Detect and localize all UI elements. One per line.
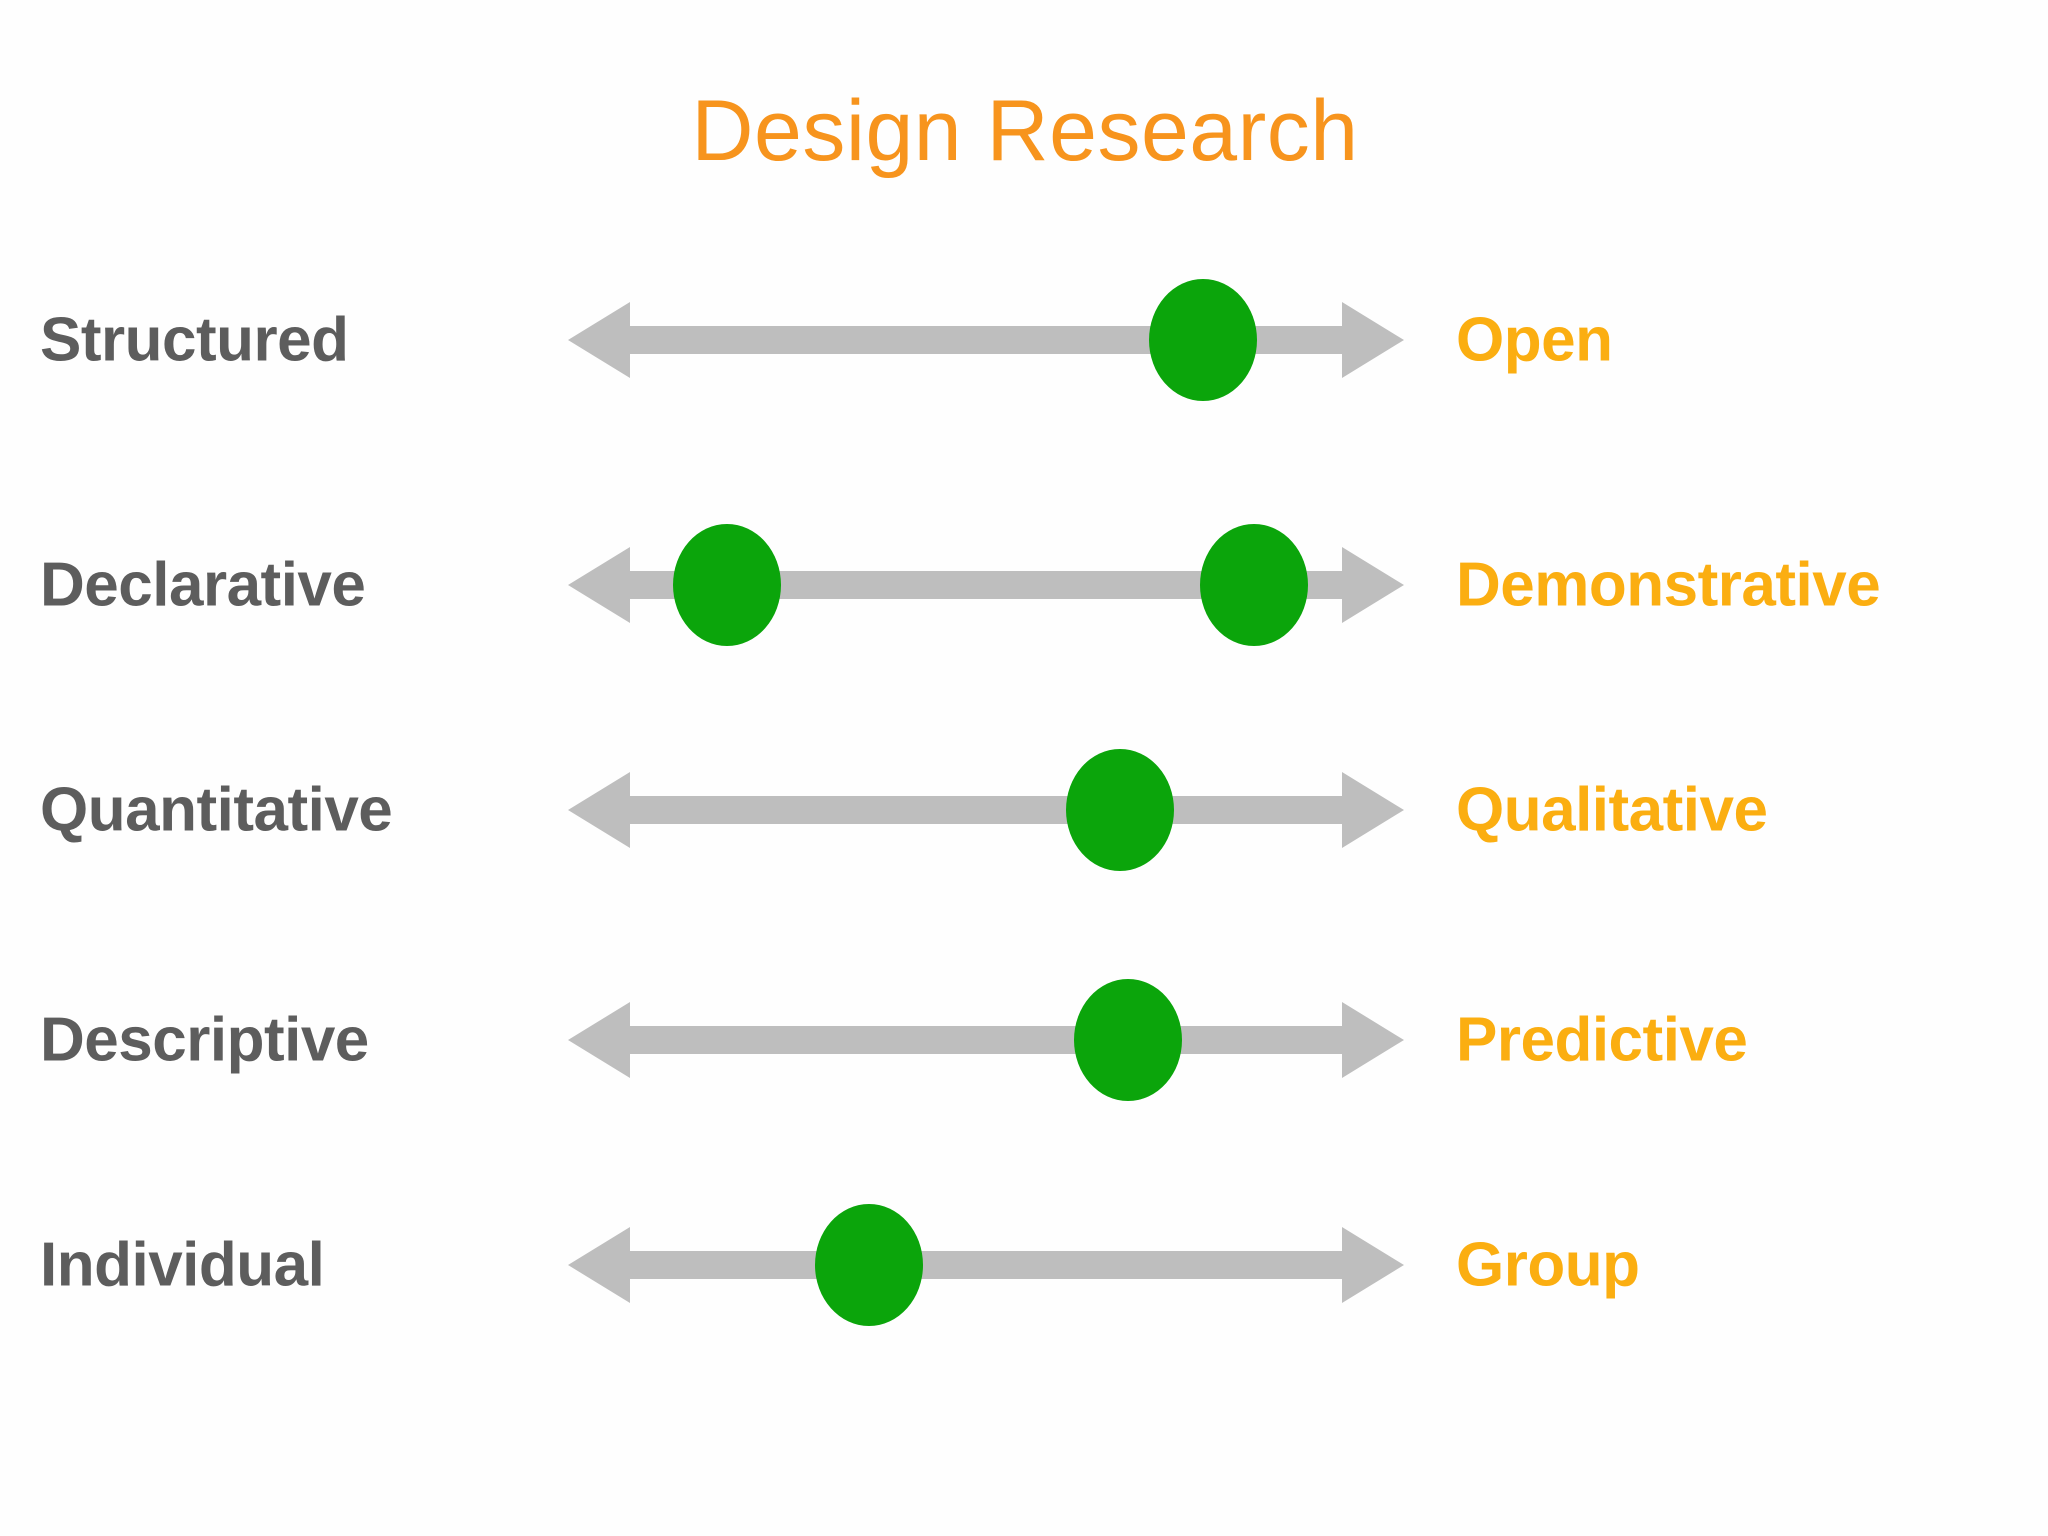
left-pole-label: Structured — [40, 305, 349, 375]
scale-axis-arrow — [568, 537, 1404, 633]
scale-marker-dot[interactable] — [1074, 979, 1183, 1101]
scale-row: Declarative Demonstrative — [0, 500, 2048, 670]
scale-axis-arrow — [568, 762, 1404, 858]
double-arrow-icon — [568, 1002, 1404, 1078]
left-pole-label: Declarative — [40, 550, 366, 620]
scale-row: Individual Group — [0, 1180, 2048, 1350]
left-pole-label: Quantitative — [40, 775, 393, 845]
double-arrow-icon — [568, 772, 1404, 848]
right-pole-label: Predictive — [1456, 1005, 1748, 1075]
scale-axis-arrow — [568, 1217, 1404, 1313]
scale-marker-dot[interactable] — [814, 1204, 923, 1326]
double-arrow-icon — [568, 1227, 1404, 1303]
left-pole-label: Descriptive — [40, 1005, 369, 1075]
scale-marker-dot[interactable] — [1065, 749, 1174, 871]
right-pole-label: Demonstrative — [1456, 550, 1881, 620]
right-pole-label: Qualitative — [1456, 775, 1768, 845]
scale-marker-dot[interactable] — [672, 524, 781, 646]
right-pole-label: Group — [1456, 1230, 1640, 1300]
page-title-text: Design Research — [691, 83, 1359, 179]
scale-marker-dot[interactable] — [1149, 279, 1258, 401]
double-arrow-icon — [568, 302, 1404, 378]
left-pole-label: Individual — [40, 1230, 325, 1300]
scale-axis-arrow — [568, 292, 1404, 388]
scale-row: Quantitative Qualitative — [0, 725, 2048, 895]
scale-row: Structured Open — [0, 255, 2048, 425]
scale-row: Descriptive Predictive — [0, 955, 2048, 1125]
right-pole-label: Open — [1456, 305, 1613, 375]
double-arrow-icon — [568, 547, 1404, 623]
scale-marker-dot[interactable] — [1199, 524, 1308, 646]
page-title: Design Research — [0, 82, 2048, 181]
scale-axis-arrow — [568, 992, 1404, 1088]
